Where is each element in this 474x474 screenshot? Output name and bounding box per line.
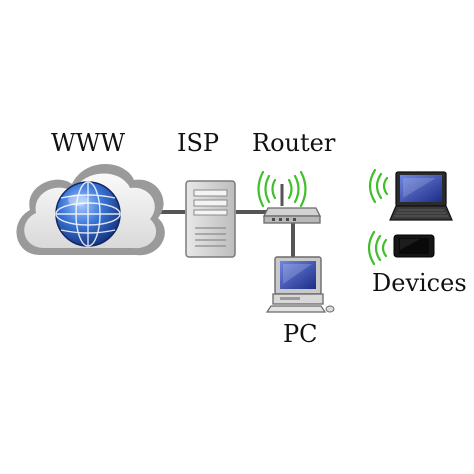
globe-icon [55,181,121,247]
laptop-icon [389,171,453,221]
pc-label: PC [283,320,318,348]
wireless-signal-icon [257,170,307,208]
isp-label: ISP [177,129,220,157]
server-tower-icon [185,180,236,258]
www-label: WWW [51,129,126,157]
devices-label: Devices [372,269,467,297]
tablet-icon [393,234,435,258]
router-label: Router [252,129,336,157]
wifi-router-icon [262,184,322,224]
wireless-signal-icon [368,168,389,204]
wireless-signal-icon [367,230,388,266]
desktop-computer-icon [265,256,335,313]
